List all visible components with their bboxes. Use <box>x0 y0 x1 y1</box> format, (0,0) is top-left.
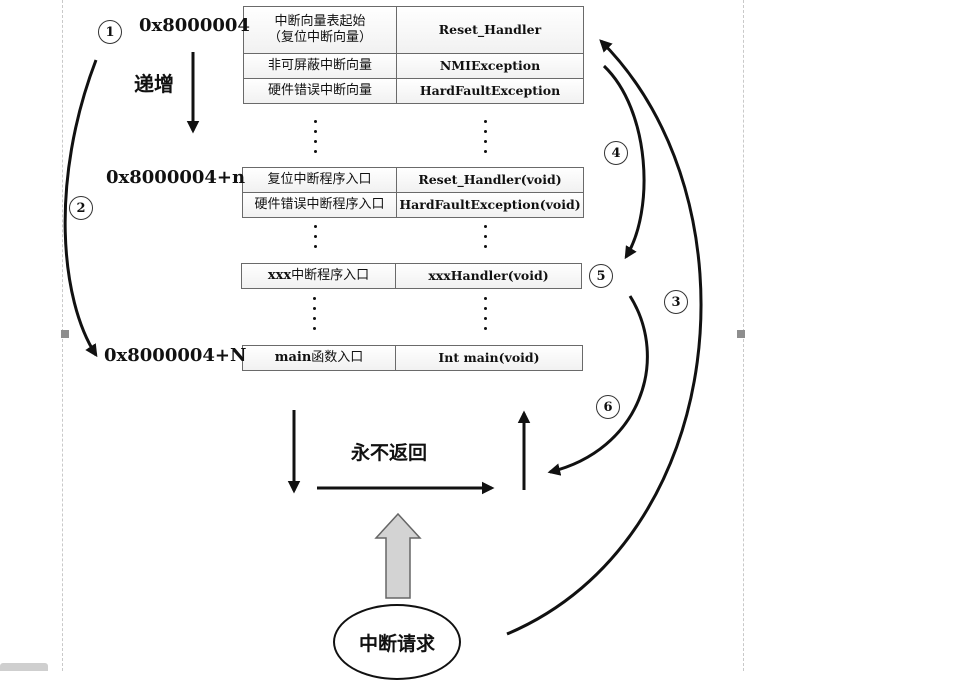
address-base: 0x8000004 <box>139 15 250 36</box>
address-plus-N: 0x8000004+N <box>104 345 247 366</box>
nmi-vector-cell: 非可屏蔽中断向量 <box>243 53 397 79</box>
resize-handle-right[interactable] <box>737 330 745 338</box>
interrupt-request-bubble: 中断请求 <box>333 604 461 680</box>
ellipsis-dots-2 <box>484 120 488 160</box>
ellipsis-dots-4 <box>484 225 488 255</box>
ellipsis-dots-1 <box>314 120 318 160</box>
xxx-handler-cell: xxxHandler(void) <box>395 263 582 289</box>
reset-vector-label: （复位中断向量） <box>267 30 372 45</box>
hardfault-exception-cell: HardFaultException <box>396 78 584 104</box>
nmi-vector-label: 非可屏蔽中断向量 <box>267 58 372 73</box>
xxx-handler-label: xxxHandler(void) <box>428 268 549 283</box>
nmi-exception-cell: NMIException <box>396 53 584 79</box>
step-marker-4: 4 <box>604 141 628 165</box>
reset-handler-void-cell: Reset_Handler(void) <box>396 167 584 193</box>
status-corner <box>0 663 48 671</box>
step-marker-5: 5 <box>589 264 613 288</box>
main-entry-latin: main <box>274 350 312 365</box>
xxx-entry-latin: xxx <box>267 268 292 283</box>
xxx-entry-cjk: 中断程序入口 <box>291 268 370 283</box>
ellipsis-dots-3 <box>314 225 318 255</box>
interrupt-request-label: 中断请求 <box>358 632 435 655</box>
never-return-label: 永不返回 <box>351 442 428 464</box>
handler-return-curve <box>547 295 649 476</box>
ellipsis-dots-5 <box>313 297 317 337</box>
main-entry-cjk: 函数入口 <box>311 350 364 365</box>
int-main-label: Int main(void) <box>438 350 540 365</box>
hardfault-entry-cell: 硬件错误中断程序入口 <box>242 192 397 218</box>
reset-to-main-curve <box>63 59 98 358</box>
vector-to-handler-curve <box>602 64 646 260</box>
reset-entry-cell: 复位中断程序入口 <box>242 167 397 193</box>
interrupt-to-vector-curve <box>506 39 703 636</box>
hardfault-vector-label: 硬件错误中断向量 <box>267 83 372 98</box>
resize-handle-left[interactable] <box>61 330 69 338</box>
vector-table-start-label: 中断向量表起始 <box>274 14 366 29</box>
hardfault-exception-label: HardFaultException <box>419 83 561 98</box>
address-plus-n: 0x8000004+n <box>106 167 246 188</box>
hardfault-vector-cell: 硬件错误中断向量 <box>243 78 397 104</box>
step-marker-2: 2 <box>69 196 93 220</box>
reset-handler-void-label: Reset_Handler(void) <box>418 172 562 187</box>
nmi-exception-label: NMIException <box>439 58 541 73</box>
step-marker-6: 6 <box>596 395 620 419</box>
interrupt-block-arrow <box>374 512 422 599</box>
hardfault-entry-label: 硬件错误中断程序入口 <box>254 197 385 212</box>
step-marker-1: 1 <box>98 20 122 44</box>
increment-label: 递增 <box>134 72 174 96</box>
hardfault-exception-void-label: HardFaultException(void) <box>399 197 581 212</box>
hardfault-exception-void-cell: HardFaultException(void) <box>396 192 584 218</box>
int-main-cell: Int main(void) <box>395 345 583 371</box>
step-marker-3: 3 <box>664 290 688 314</box>
ellipsis-dots-6 <box>484 297 488 337</box>
reset-handler-label: Reset_Handler <box>438 22 542 37</box>
reset-entry-label: 复位中断程序入口 <box>267 172 372 187</box>
reset-handler-cell: Reset_Handler <box>396 6 584 54</box>
